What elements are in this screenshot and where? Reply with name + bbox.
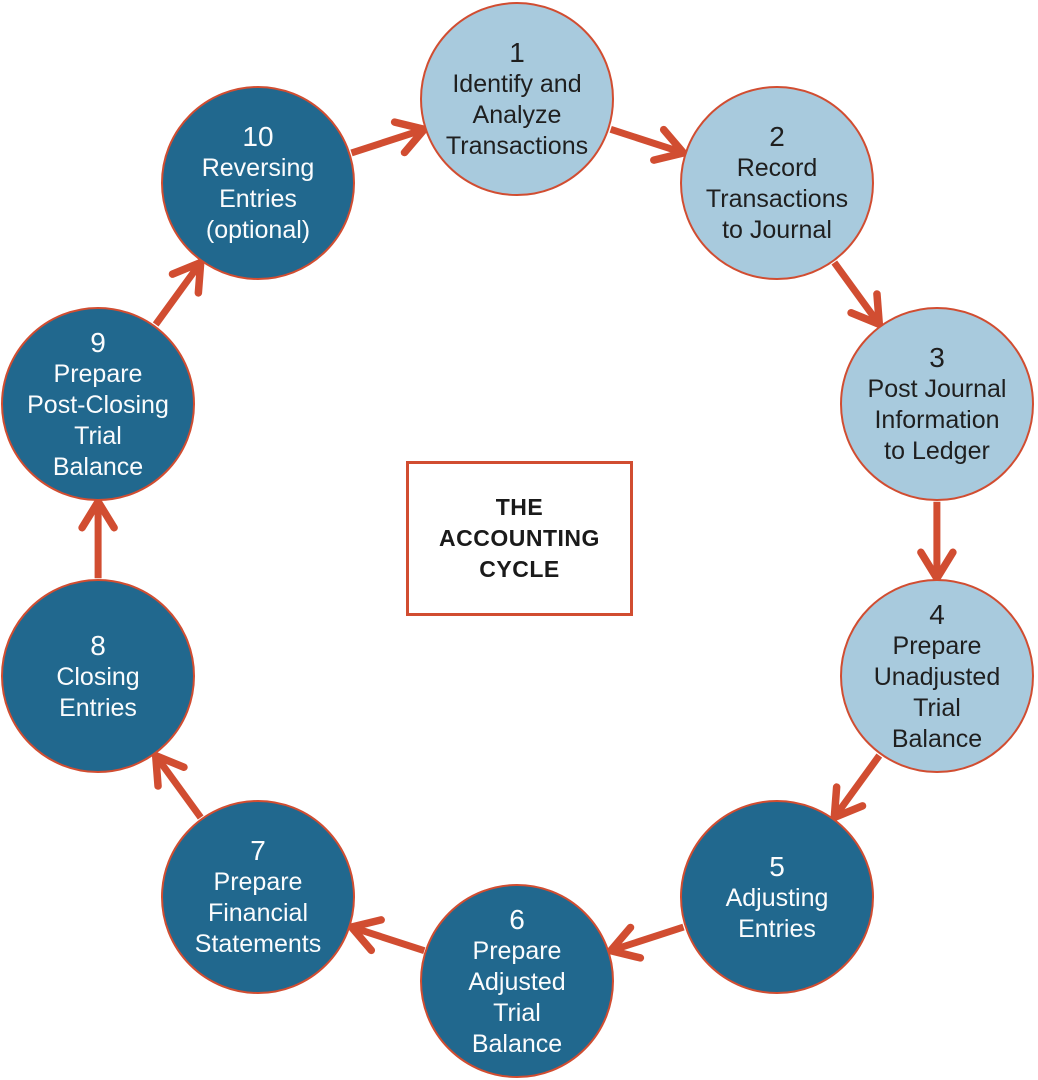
node-label: Closing Entries	[56, 662, 140, 722]
node-number: 7	[250, 835, 266, 866]
arrow-1-2-icon	[609, 125, 691, 164]
node-label: Prepare Financial Statements	[194, 868, 322, 958]
node-label: Prepare Adjusted Trial Balance	[468, 936, 566, 1058]
title-box: THE ACCOUNTING CYCLE	[406, 461, 633, 616]
node-label: Record Transactions to Journal	[705, 154, 849, 244]
arrow-2-3-icon	[831, 260, 884, 331]
node-number: 6	[509, 903, 525, 935]
cycle-node-6: 6 Prepare Adjusted Trial Balance	[420, 884, 614, 1078]
cycle-node-4: 4 Prepare Unadjusted Trial Balance	[840, 579, 1034, 773]
node-number: 9	[90, 326, 106, 358]
node-label: Reversing Entries (optional)	[201, 154, 315, 244]
cycle-node-10: 10 Reversing Entries (optional)	[161, 86, 355, 280]
cycle-node-9: 9 Prepare Post-Closing Trial Balance	[1, 307, 195, 501]
node-number: 2	[769, 121, 785, 152]
cycle-node-8: 8 Closing Entries	[1, 579, 195, 773]
node-number: 5	[769, 850, 785, 882]
cycle-node-2: 2 Record Transactions to Journal	[680, 86, 874, 280]
arrow-7-8-icon	[151, 749, 204, 820]
arrow-5-6-icon	[603, 923, 685, 962]
node-label: Prepare Unadjusted Trial Balance	[873, 631, 1001, 753]
diagram-title: THE ACCOUNTING CYCLE	[439, 494, 600, 582]
node-label: Adjusting Entries	[725, 883, 829, 943]
cycle-node-7: 7 Prepare Financial Statements	[161, 800, 355, 994]
arrow-4-5-icon	[830, 753, 883, 824]
node-label: Identify and Analyze Transactions	[445, 70, 589, 160]
cycle-node-3: 3 Post Journal Information to Ledger	[840, 307, 1034, 501]
cycle-node-1: 1 Identify and Analyze Transactions	[420, 2, 614, 196]
arrow-6-7-icon	[344, 916, 426, 955]
arrow-9-10-icon	[152, 256, 205, 327]
node-number: 8	[90, 629, 106, 661]
node-label: Post Journal Information to Ledger	[867, 375, 1007, 465]
node-label: Prepare Post-Closing Trial Balance	[27, 359, 169, 481]
node-number: 10	[242, 121, 274, 152]
node-number: 3	[929, 342, 945, 373]
node-number: 4	[929, 598, 945, 630]
arrow-10-1-icon	[350, 118, 432, 157]
cycle-node-5: 5 Adjusting Entries	[680, 800, 874, 994]
node-number: 1	[509, 37, 525, 68]
